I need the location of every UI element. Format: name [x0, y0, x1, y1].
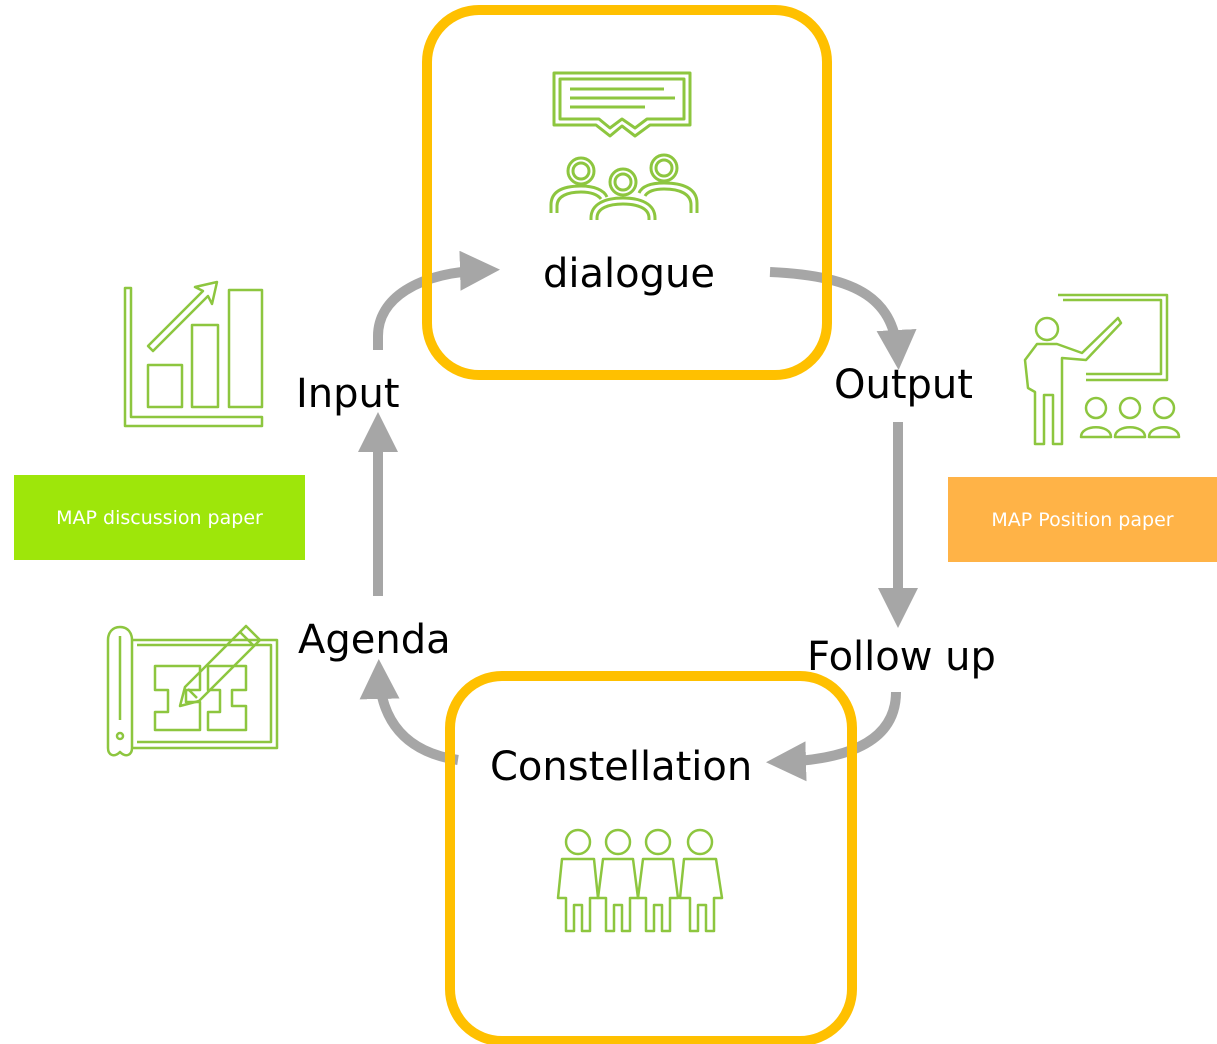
growth-bar-chart-icon — [123, 280, 264, 428]
dialogue-label: dialogue — [543, 251, 715, 297]
person-figure-2 — [596, 828, 640, 933]
arrow-followup-to-constellation — [766, 691, 901, 782]
follow-up-label: Follow up — [807, 634, 996, 680]
input-label: Input — [296, 371, 400, 417]
blueprint-plan-icon — [106, 624, 279, 757]
constellation-frame — [445, 671, 857, 1044]
presenter-at-board-icon — [1023, 293, 1181, 446]
person-figure-4 — [678, 828, 724, 933]
arrow-dialogue-to-output — [769, 267, 917, 370]
arrow-constellation-to-agenda — [359, 659, 459, 765]
cycle-arrows — [358, 250, 918, 782]
position-paper-tag: MAP Position paper — [948, 477, 1217, 562]
speech-bubble-audience-icon — [549, 71, 699, 220]
constellation-label: Constellation — [490, 744, 753, 790]
discussion-paper-tag: MAP discussion paper — [14, 475, 305, 560]
dialogue-frame — [422, 5, 832, 380]
person-figure-1 — [556, 828, 600, 933]
group-of-people-icon — [556, 828, 724, 933]
agenda-label: Agenda — [298, 617, 451, 663]
person-figure-3 — [636, 828, 680, 933]
output-label: Output — [834, 362, 973, 408]
arrow-input-to-dialogue — [373, 250, 500, 350]
